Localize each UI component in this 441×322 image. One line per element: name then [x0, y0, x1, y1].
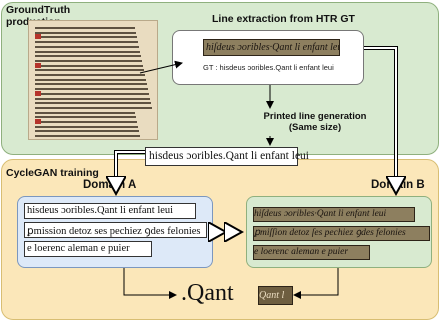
domain-a-box: hisdeus ɔoribles.Qant li enfant leui ꝑmi… — [17, 196, 213, 268]
manuscript-image — [28, 20, 158, 140]
domain-b-line: hiſdeus ɔoribles·Qant li enfant leui — [253, 207, 415, 222]
manuscript-text-line — [35, 92, 149, 95]
domain-b-box: hiſdeus ɔoribles·Qant li enfant leui ꝑmi… — [246, 196, 432, 268]
manuscript-text-line — [35, 88, 148, 91]
htr-line-strip: hiſdeus ɔoribles·Qant li enfant leui — [203, 39, 340, 56]
cyclegan-title: CycleGAN training — [6, 167, 99, 179]
manuscript-text-line — [35, 111, 135, 114]
printed-line-box: hisdeus ɔoribles.Qant li enfant leui — [145, 147, 309, 166]
manuscript-rubric — [35, 119, 41, 124]
manuscript-text-line — [35, 59, 142, 62]
manuscript-text-line — [35, 50, 140, 53]
manuscript-to-gt-arrow — [139, 60, 183, 74]
manuscript-text-line — [35, 31, 136, 34]
manuscript-text-line — [35, 130, 139, 133]
manuscript-text-line — [35, 116, 136, 119]
domain-a-line: e loerenc aleman e puier — [24, 241, 152, 257]
manuscript-text-line — [35, 36, 137, 39]
manuscript-text-line — [35, 45, 139, 48]
manuscript-text-line — [35, 83, 147, 86]
manuscript-text-line — [35, 27, 135, 29]
manuscript-text-line — [35, 74, 145, 76]
gt-line-box: hiſdeus ɔoribles·Qant li enfant leui GT … — [172, 30, 364, 85]
manuscript-text-line — [35, 55, 141, 58]
manuscript-text-line — [35, 106, 152, 109]
manuscript-text-line — [35, 121, 137, 123]
printed-to-domain-a-arrow — [114, 150, 145, 192]
manuscript-text-line — [35, 69, 144, 72]
domain-b-to-output-arrow — [293, 268, 339, 299]
domain-b-output: Qant l — [258, 286, 293, 305]
manuscript-rubric — [35, 62, 41, 68]
gt-text: GT : hisdeus ɔoribles.Qant li enfant leu… — [203, 63, 334, 72]
manuscript-text-line — [35, 125, 138, 128]
domain-b-line: e loerenc aleman e puier — [253, 245, 370, 260]
manuscript-rubric — [35, 90, 41, 96]
manuscript-text-line — [35, 64, 143, 67]
manuscript-text-line — [35, 78, 146, 81]
manuscript-text-line — [35, 135, 140, 138]
gt-to-domain-b-arrow — [364, 46, 398, 192]
manuscript-rubric — [35, 34, 41, 40]
domain-a-line: hisdeus ɔoribles.Qant li enfant leui — [24, 203, 196, 219]
domain-b-line: ꝑmiſſion detoz ſes pechiez ꝯdes felonies — [253, 226, 430, 241]
line-extraction-title: Line extraction from HTR GT — [212, 13, 355, 25]
domain-a-to-output-arrow — [123, 268, 177, 299]
domain-a-line: ꝑmission detoz ses pechiez ꝯdes felonies — [24, 222, 207, 238]
printed-line-generation-label: Printed line generation (Same size) — [263, 111, 367, 133]
manuscript-text-line — [35, 97, 150, 100]
manuscript-text-line — [35, 102, 151, 105]
domain-a-output: .Qant — [181, 280, 234, 306]
manuscript-text-line — [35, 41, 138, 44]
